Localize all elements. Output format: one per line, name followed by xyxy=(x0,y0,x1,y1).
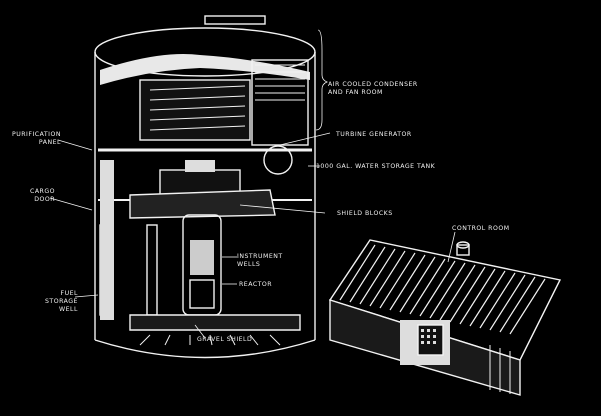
label-control-room: CONTROL ROOM xyxy=(452,225,510,232)
label-shield-blocks: SHIELD BLOCKS xyxy=(337,210,393,217)
control-room-building xyxy=(328,239,562,396)
label-instrument-wells: INSTRUMENT WELLS xyxy=(237,253,283,268)
label-purification-panel: PURIFICATION PANEL xyxy=(12,131,61,146)
label-water-storage-tank: 1000 GAL. WATER STORAGE TANK xyxy=(316,163,436,170)
label-turbine-generator: TURBINE GENERATOR xyxy=(336,131,412,138)
turbine-shape xyxy=(263,145,293,175)
label-reactor: REACTOR xyxy=(239,281,273,288)
condenser-unit xyxy=(139,59,309,146)
label-cargo-door: CARGO DOOR xyxy=(30,188,56,203)
label-fuel-storage-well: FUEL STORAGE WELL xyxy=(45,290,78,313)
label-condenser: AIR COOLED CONDENSER AND FAN ROOM xyxy=(328,81,418,96)
label-gravel-shield: GRAVEL SHIELD xyxy=(197,336,253,343)
